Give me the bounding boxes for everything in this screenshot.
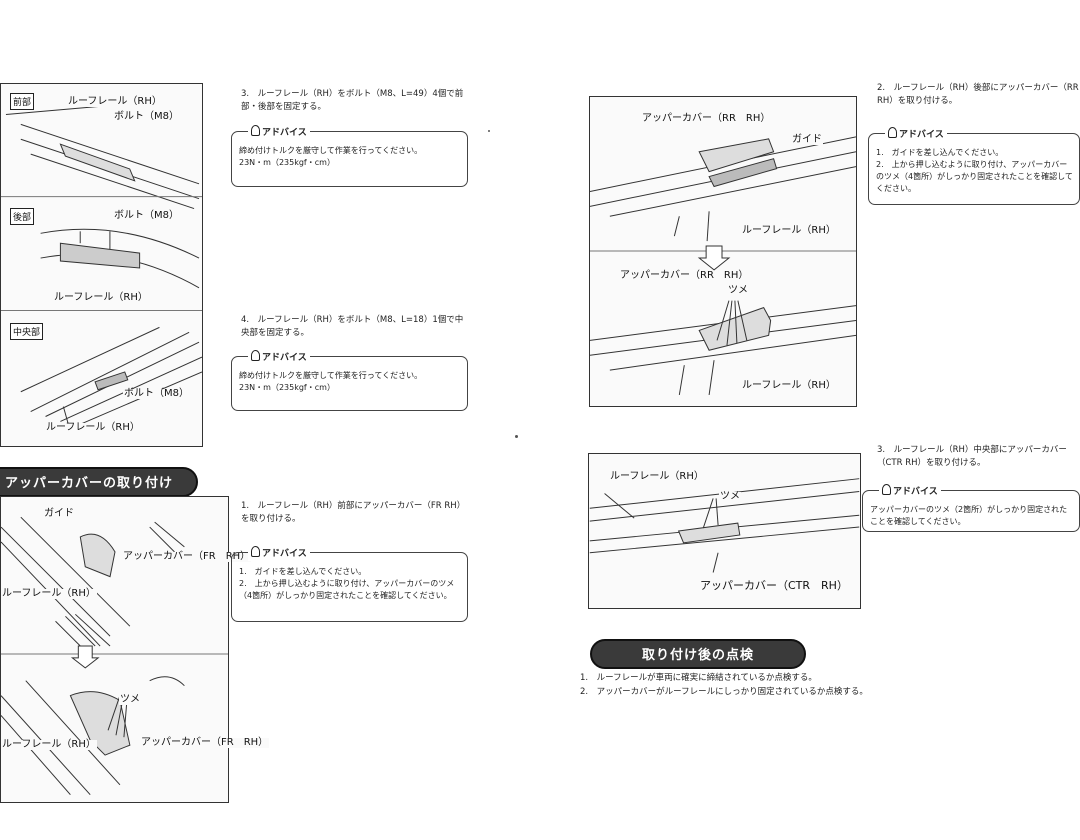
section-rear-tag: 後部 [10, 208, 35, 225]
rail-rh-label: ルーフレール（RH） [53, 292, 149, 303]
rail-rh-label: ルーフレール（RH） [741, 380, 837, 391]
advice-item: 1. ガイドを差し込んでください。 [239, 567, 367, 576]
lightbulb-icon [251, 546, 260, 557]
upper-cover-rr-label: アッパーカバー（RR RH） [641, 113, 772, 124]
upper-cover-fr-diagram: ガイド アッパーカバー（FR RH） ルーフレール（RH） ツメ ルーフレール（… [0, 496, 270, 803]
step-4-text: 4. ルーフレール（RH）をボルト（M8、L=18）1個で中央部を固定する。 [241, 315, 464, 338]
section-title-post-check: 取り付け後の点検 [590, 639, 806, 669]
advice-title: アドバイス [893, 487, 938, 497]
rail-rh-label: ルーフレール（RH） [609, 471, 705, 482]
advice-title: アドバイス [262, 549, 307, 559]
advice-item: 1. ガイドを差し込んでください。 [876, 148, 1004, 157]
advice-torque: 23N・m（235kgf・cm） [239, 383, 335, 392]
upper-cover-fr-label: アッパーカバー（FR RH） [140, 737, 270, 748]
advice-body: アッパーカバーのツメ（2箇所）がしっかり固定されたことを確認してください。 [870, 505, 1068, 526]
rail-rh-label: ルーフレール（RH） [45, 422, 141, 433]
section-center-tag: 中央部 [10, 323, 44, 340]
guide-label: ガイド [791, 134, 823, 145]
advice-heading: アドバイス [885, 127, 947, 142]
upper-cover-fr-label: アッパーカバー（FR RH） [122, 551, 252, 562]
upper-cover-fr-illustration [1, 516, 228, 796]
advice-title: アドバイス [262, 128, 307, 138]
advice-title: アドバイス [899, 130, 944, 140]
post-check-list: 1. ルーフレールが車両に確実に締結されているか点検する。 2. アッパーカバー… [580, 671, 980, 699]
step-1-cover-text: 1. ルーフレール（RH）前部にアッパーカバー（FR RH）を取り付ける。 [241, 501, 466, 524]
advice-heading: アドバイス [248, 125, 310, 140]
upper-cover-rr-diagram: アッパーカバー（RR RH） ガイド ルーフレール（RH） アッパーカバー（RR… [589, 96, 857, 407]
scan-artifact-dot [488, 130, 490, 132]
lightbulb-icon [888, 127, 897, 138]
upper-cover-rr-illustration [590, 136, 856, 396]
step-3-text: 3. ルーフレール（RH）をボルト（M8、L=49）4個で前部・後部を固定する。 [241, 89, 464, 112]
step-1-cover-advice-box: アドバイス 1. ガイドを差し込んでください。 2. 上から押し込むように取り付… [231, 546, 468, 622]
upper-cover-rr-label: アッパーカバー（RR RH） [619, 270, 750, 281]
lightbulb-icon [251, 350, 260, 361]
advice-item: 2. 上から押し込むように取り付け、アッパーカバーのツメ（4箇所）がしっかり固定… [876, 160, 1073, 193]
rail-rh-label: ルーフレール（RH） [1, 588, 97, 599]
step-2-cover-text: 2. ルーフレール（RH）後部にアッパーカバー（RR RH）を取り付ける。 [877, 83, 1079, 106]
tsume-label: ツメ [719, 491, 741, 502]
advice-item: 2. 上から押し込むように取り付け、アッパーカバーのツメ（4箇所）がしっかり固定… [239, 579, 455, 600]
rail-rh-label: ルーフレール（RH） [67, 96, 163, 107]
bolt-m8-label: ボルト（M8） [123, 388, 190, 399]
advice-body: 締め付けトルクを厳守して作業を行ってください。 [239, 146, 423, 155]
post-check-item: 2. アッパーカバーがルーフレールにしっかり固定されているか点検する。 [580, 687, 868, 697]
upper-cover-ctr-diagram: ルーフレール（RH） ツメ アッパーカバー（CTR RH） [588, 453, 861, 609]
advice-heading: アドバイス [248, 546, 310, 561]
bolt-m8-label: ボルト（M8） [113, 210, 180, 221]
upper-cover-ctr-label: アッパーカバー（CTR RH） [699, 579, 849, 592]
advice-title: アドバイス [262, 353, 307, 363]
advice-body: 締め付けトルクを厳守して作業を行ってください。 [239, 371, 423, 380]
step-3-cover-advice-box: アドバイス アッパーカバーのツメ（2箇所）がしっかり固定されたことを確認してくだ… [862, 484, 1080, 532]
rail-rh-label: ルーフレール（RH） [1, 739, 97, 750]
step-4-advice-box: アドバイス 締め付けトルクを厳守して作業を行ってください。 23N・m（235k… [231, 350, 468, 411]
roof-rail-bolt-illustration [1, 104, 202, 432]
advice-heading: アドバイス [879, 484, 941, 499]
tsume-label: ツメ [119, 694, 141, 705]
advice-torque: 23N・m（235kgf・cm） [239, 158, 335, 167]
roof-rail-bolt-diagram: 前部 ルーフレール（RH） ボルト（M8） 後部 ボルト（M8） ルーフレール（… [0, 83, 203, 447]
step-2-cover-advice-box: アドバイス 1. ガイドを差し込んでください。 2. 上から押し込むように取り付… [868, 127, 1080, 205]
section-front-tag: 前部 [10, 93, 35, 110]
guide-label: ガイド [43, 508, 75, 519]
step-3-advice-box: アドバイス 締め付けトルクを厳守して作業を行ってください。 23N・m（235k… [231, 125, 468, 187]
upper-cover-ctr-illustration [589, 478, 860, 573]
bolt-m8-label: ボルト（M8） [113, 111, 180, 122]
scan-artifact-dot [515, 435, 518, 438]
step-3-cover-text: 3. ルーフレール（RH）中央部にアッパーカバー（CTR RH）を取り付ける。 [877, 445, 1067, 468]
tsume-label: ツメ [727, 285, 749, 296]
post-check-item: 1. ルーフレールが車両に確実に締結されているか点検する。 [580, 673, 817, 683]
advice-heading: アドバイス [248, 350, 310, 365]
lightbulb-icon [882, 484, 891, 495]
lightbulb-icon [251, 125, 260, 136]
section-title-upper-cover-install: アッパーカバーの取り付け [0, 467, 198, 497]
rail-rh-label: ルーフレール（RH） [741, 225, 837, 236]
